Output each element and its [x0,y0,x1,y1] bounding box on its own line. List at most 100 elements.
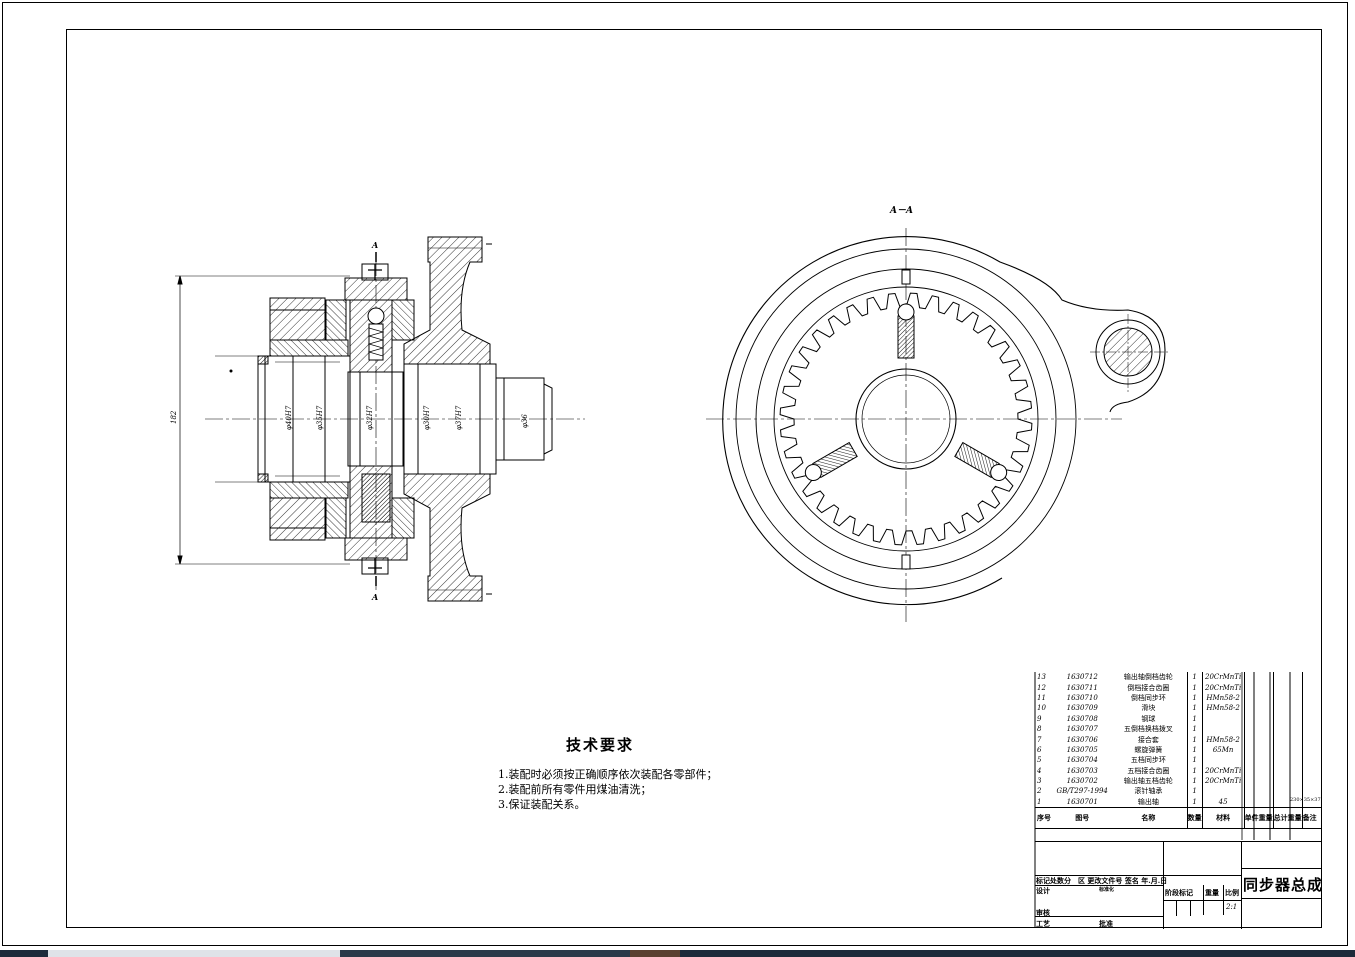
tech-requirement-item: 2.装配前所有零件用煤油清洗； [498,783,652,796]
bom-row-empty-cell [1243,786,1274,797]
bom-row-material: HMn58-2 [1206,704,1240,713]
section-a-a-view [706,228,1168,622]
bom-row-material: 20CrMnTi [1205,766,1242,775]
bom-header-remark: 备注 [1301,807,1322,830]
bom-row-empty-cell [1272,744,1303,756]
bom-row-empty-cell [1272,775,1303,787]
bom-row-empty-cell [1301,682,1322,693]
bom-row-empty-cell [1243,775,1274,787]
bom-row-qty: 1 [1186,796,1203,808]
size-note: 230×35×37 [1290,797,1321,803]
bom-row-empty-cell [1243,755,1274,766]
bom-row-no: 5 [1037,756,1042,765]
bom-row-code: GB/T297-1994 [1056,787,1108,796]
bom-row-qty: 1 [1186,734,1203,745]
bom-row-code: 1630703 [1066,766,1098,775]
bom-row-empty-cell [1301,775,1322,787]
bom-row-material [1202,786,1244,796]
bom-row-code: 1630701 [1066,797,1098,806]
bom-row-qty: 1 [1186,672,1203,683]
bom-row-name: 倒档同步环 [1130,693,1166,702]
bom-row-name: 输出轴五档齿轮 [1123,777,1173,786]
bom-row-empty-cell [1272,723,1303,735]
bom-row-empty-cell [1301,765,1322,776]
bom-row-name: 五档同步环 [1130,756,1166,765]
bom-row-empty-cell [1243,744,1274,756]
bom-row-empty-cell [1272,734,1303,745]
bom-row-code: 1630712 [1066,673,1098,682]
tech-requirements-title: 技术要求 [566,736,635,754]
bom-header-name: 名称 [1110,807,1188,830]
bom-row-empty-cell [1301,796,1322,808]
bom-row-no: 13 [1037,673,1046,682]
bom-row-empty-cell [1243,682,1274,693]
bom-row-qty: 1 [1186,765,1203,776]
bom-row-qty: 1 [1186,703,1203,714]
gear-teeth-profile [779,292,1033,546]
bom-row-empty-cell [1272,786,1303,797]
bom-row-empty-cell [1272,682,1303,693]
bom-row-empty-cell [1301,755,1322,766]
bom-row-code: 1630707 [1066,725,1098,734]
bom-row-no: 11 [1037,693,1046,702]
bom-header-no: 序号 [1035,807,1055,830]
bom-row-empty-cell [1301,744,1322,756]
bom-row-name: 滑块 [1141,704,1156,713]
detent-spring [804,441,858,481]
stage-mark-label: 阶段标记 [1165,888,1193,897]
bom-row-empty-cell [1272,796,1303,808]
bom-header-total-weight: 总计重量 [1272,807,1303,830]
bom-row-code: 1630709 [1066,704,1098,713]
bom-row-empty-cell [1301,713,1322,724]
bom-row-empty-cell [1272,672,1303,683]
tech-requirement-item: 1.装配时必须按正确顺序依次装配各零部件； [498,768,718,781]
taskbar [0,950,1355,957]
approve-label: 批准 [1099,919,1113,928]
bom-header-material: 材料 [1202,807,1245,830]
bom-row-qty: 1 [1186,786,1203,797]
bom-row-empty-cell [1243,692,1274,704]
bom-row-code: 1630706 [1066,735,1098,744]
bom-row-material: 20CrMnTi [1205,777,1242,786]
tech-requirement-item: 3.保证装配关系。 [498,798,586,811]
review-label: 审核 [1036,908,1050,917]
bom-row-material: 65Mn [1212,745,1234,754]
bom-row-empty-cell [1272,765,1303,776]
bom-row-empty-cell [1272,713,1303,724]
bom-row-material [1202,755,1244,765]
bom-row-name: 螺旋弹簧 [1134,745,1163,754]
bom-row-name: 输出轴倒档齿轮 [1123,673,1173,682]
bom-row-empty-cell [1243,734,1274,745]
bom-header-unit-weight: 单件重量 [1243,807,1274,830]
bom-row-material: 45 [1218,797,1228,806]
diameter-label: φ37H7 [455,405,463,430]
bom-row-qty: 1 [1186,775,1203,787]
weight-label: 重量 [1205,888,1219,897]
bom-header-code: 图号 [1054,807,1111,830]
bom-row-name: 滚针轴承 [1134,787,1163,796]
bom-row-empty-cell [1301,786,1322,797]
bom-header-qty: 数量 [1186,807,1203,830]
bom-row-no: 3 [1037,777,1042,786]
ratio-label: 比例 [1225,888,1239,897]
bom-row-material [1202,714,1244,724]
diameter-label: φ35H7 [316,405,324,430]
bom-row-material: 20CrMnTi [1205,683,1242,692]
bom-row-empty-cell [1243,723,1274,735]
dimension-labels: 182 φ40H7 φ35H7 φ32H7 φ30H7 φ37H7 φ36 A … [170,206,913,602]
bom-row-empty-cell [1301,703,1322,714]
bom-row-qty: 1 [1186,682,1203,693]
bom-row-no: 7 [1037,735,1042,744]
bom-row-qty: 1 [1186,744,1203,756]
revision-row: 标记处数分 区 更改文件号 签名 年.月.日 [1036,876,1168,885]
detent-spring [897,303,915,359]
